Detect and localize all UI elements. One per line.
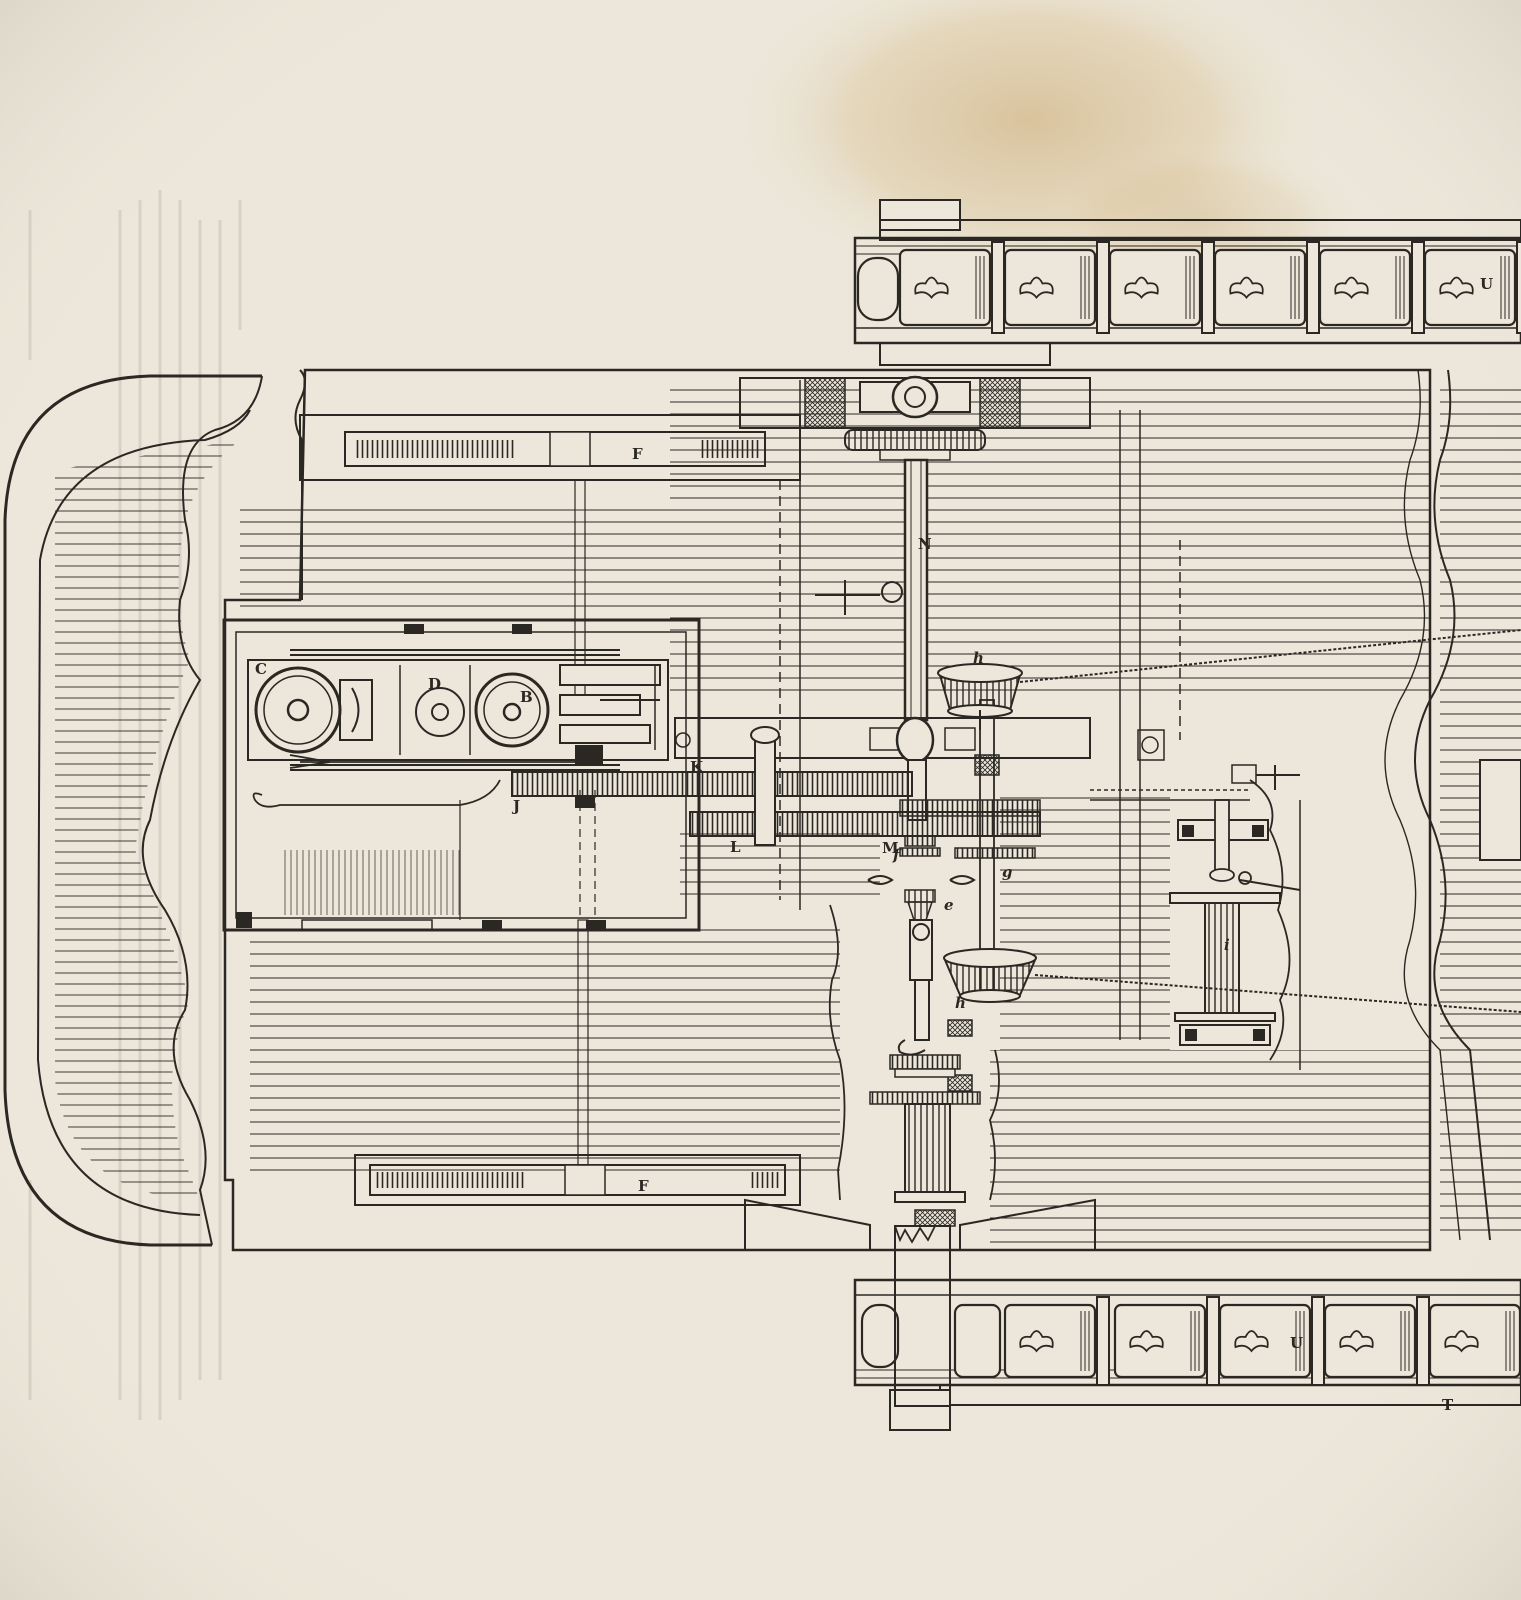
- upper-bucket-5: [1318, 241, 1425, 334]
- upper-bucket-2: [1003, 241, 1110, 334]
- label-M: M: [882, 839, 899, 857]
- label-C: C: [255, 660, 267, 678]
- label-U-lower: U: [1290, 1334, 1303, 1352]
- upper-bucket-4: [1213, 241, 1320, 334]
- upper-paddle-sponson: [853, 199, 1521, 366]
- upper-bucket-6: [1423, 241, 1521, 334]
- capstan-h-upper: [937, 629, 1521, 730]
- lower-bucket-5: [1428, 1303, 1521, 1379]
- label-h-lower: h: [955, 994, 966, 1012]
- lower-paddle-buckets: [860, 1296, 1521, 1386]
- flywheel-F-upper: [299, 414, 801, 711]
- flywheel-F-lower: [354, 919, 801, 1206]
- label-B: B: [520, 688, 533, 706]
- upper-bucket-1: [898, 241, 1005, 334]
- gear-train: [511, 699, 1041, 1001]
- lower-bucket-1: [1003, 1296, 1110, 1386]
- lower-bucket-2: [1113, 1296, 1220, 1386]
- figure-labels: F F N C D B K J L M f g e h h i U U T: [255, 275, 1493, 1414]
- main-deck: [223, 368, 1521, 1252]
- label-K: K: [690, 758, 704, 776]
- label-U-upper: U: [1480, 275, 1493, 293]
- upper-paddle-buckets: [856, 241, 1521, 334]
- lower-bucket-4: [1323, 1296, 1430, 1386]
- label-e: e: [944, 896, 954, 914]
- stern-hull: [3, 374, 263, 1247]
- label-F-upper: F: [632, 445, 643, 463]
- label-F-lower: F: [638, 1177, 649, 1195]
- lower-hub-block: [953, 1303, 1002, 1379]
- upper-end-drum: [856, 256, 900, 322]
- label-D: D: [428, 675, 441, 693]
- upper-bucket-3: [1108, 241, 1215, 334]
- label-f: f: [892, 846, 902, 864]
- lower-shaft-e: [744, 889, 1521, 1407]
- label-T: T: [1442, 1396, 1454, 1414]
- label-N: N: [918, 535, 932, 553]
- engine-bed: [222, 618, 701, 932]
- lower-bucket-3: [1218, 1296, 1325, 1386]
- label-J: J: [511, 797, 520, 815]
- label-h-upper: h: [973, 649, 984, 667]
- lower-end-drum: [860, 1303, 900, 1369]
- winch-i: [1090, 764, 1301, 1046]
- label-i: i: [1224, 936, 1230, 954]
- label-g: g: [1002, 863, 1013, 881]
- label-L: L: [730, 838, 741, 856]
